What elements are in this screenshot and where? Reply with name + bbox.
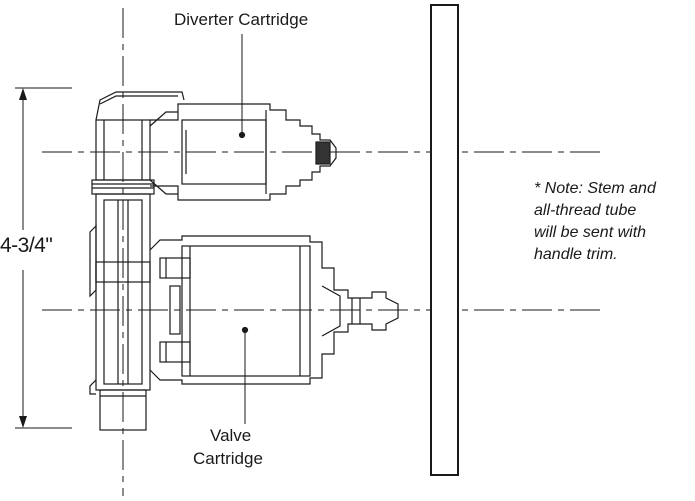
note-text: * Note: Stem and all-thread tube will be… bbox=[534, 178, 656, 266]
valve-cartridge-label-line2: Cartridge bbox=[193, 449, 263, 468]
valve-body bbox=[89, 91, 185, 431]
valve-cartridge-label-line1: Valve bbox=[210, 426, 252, 445]
note-line: handle trim. bbox=[534, 246, 618, 263]
note-line: * Note: Stem and bbox=[534, 180, 656, 197]
note-line: will be sent with bbox=[534, 224, 647, 241]
diverter-cartridge-label: Diverter Cartridge bbox=[174, 10, 309, 29]
valve-cartridge bbox=[149, 235, 399, 385]
dimension-line bbox=[15, 87, 72, 429]
note-line: all-thread tube bbox=[534, 202, 637, 219]
diverter-cartridge bbox=[149, 103, 337, 201]
dimension-label: 4-3/4" bbox=[0, 234, 53, 257]
wall-plate bbox=[430, 4, 459, 476]
